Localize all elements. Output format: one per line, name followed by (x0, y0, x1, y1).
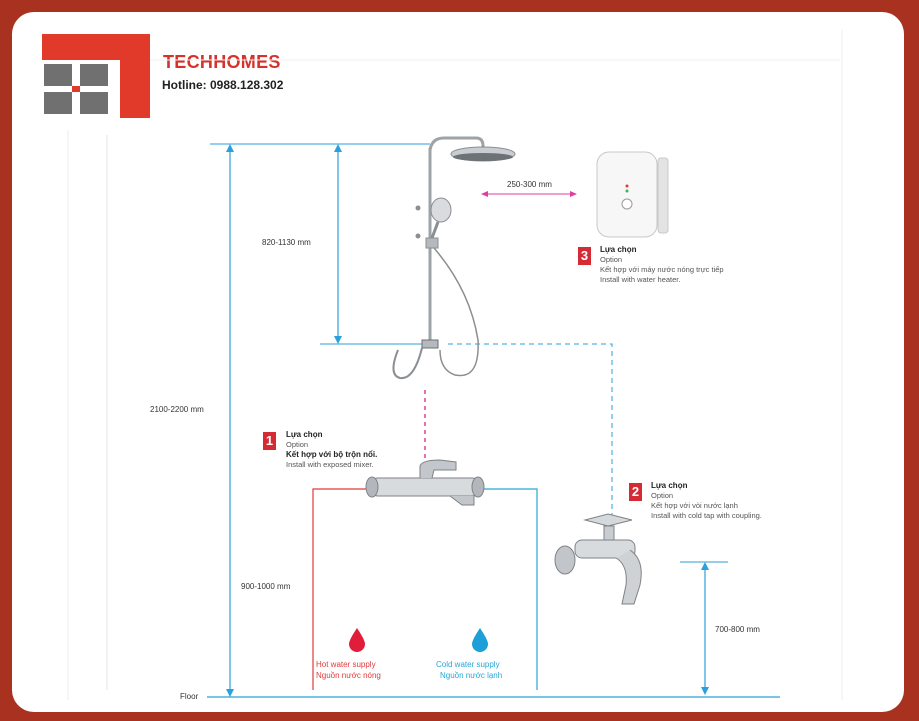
diagram-card (12, 12, 904, 712)
hot-supply-vn: Nguồn nước nóng (316, 671, 381, 680)
cold-water-drop-icon (472, 628, 488, 652)
total-height-dimension (210, 143, 430, 697)
option-1-subtitle: Option (286, 440, 309, 449)
brand-name: TECHHOMES (163, 52, 281, 72)
hot-supply-en: Hot water supply (316, 660, 376, 669)
option-3-vn: Kết hợp với máy nước nóng trực tiếp (600, 265, 724, 274)
heater-offset-label: 250-300 mm (507, 180, 552, 189)
option-3-badge: 3 (578, 247, 591, 265)
hotline: Hotline: 0988.128.302 (162, 78, 284, 92)
logo-grid-icon (42, 34, 150, 118)
option-2-en: Install with cold tap with coupling. (651, 511, 762, 520)
cold-supply-en: Cold water supply (436, 660, 500, 669)
cold-tap-icon (554, 513, 642, 605)
option-2-vn: Kết hợp với vòi nước lạnh (651, 501, 738, 510)
floor-label: Floor (180, 692, 199, 701)
tap-height-dimension (680, 561, 728, 695)
head-to-outlet-label: 820-1130 mm (262, 238, 311, 247)
total-height-label: 2100-2200 mm (150, 405, 204, 414)
mixer-height-label: 900-1000 mm (241, 582, 291, 591)
exposed-mixer-icon (365, 459, 485, 506)
head-to-outlet-dimension (320, 144, 430, 345)
hot-water-drop-icon (349, 628, 365, 652)
option-1-title: Lựa chọn (286, 430, 323, 439)
option-2-subtitle: Option (651, 491, 674, 500)
cold-supply-vn: Nguồn nước lạnh (440, 671, 503, 680)
option-2-badge: 2 (629, 483, 642, 501)
option-1-badge: 1 (263, 432, 276, 450)
option-3-title: Lựa chọn (600, 245, 637, 254)
option-2-title: Lựa chọn (651, 481, 688, 490)
option-3-subtitle: Option (600, 255, 623, 264)
shower-head-icon (428, 136, 516, 340)
option-1-en: Install with exposed mixer. (286, 460, 374, 469)
option-3-en: Install with water heater. (600, 275, 681, 284)
heater-offset-dimension (481, 191, 577, 197)
hand-shower-icon (392, 197, 479, 380)
option-1-vn: Kết hợp với bộ trộn nổi. (286, 450, 378, 459)
water-heater-icon (596, 151, 669, 238)
tap-height-label: 700-800 mm (715, 625, 760, 634)
